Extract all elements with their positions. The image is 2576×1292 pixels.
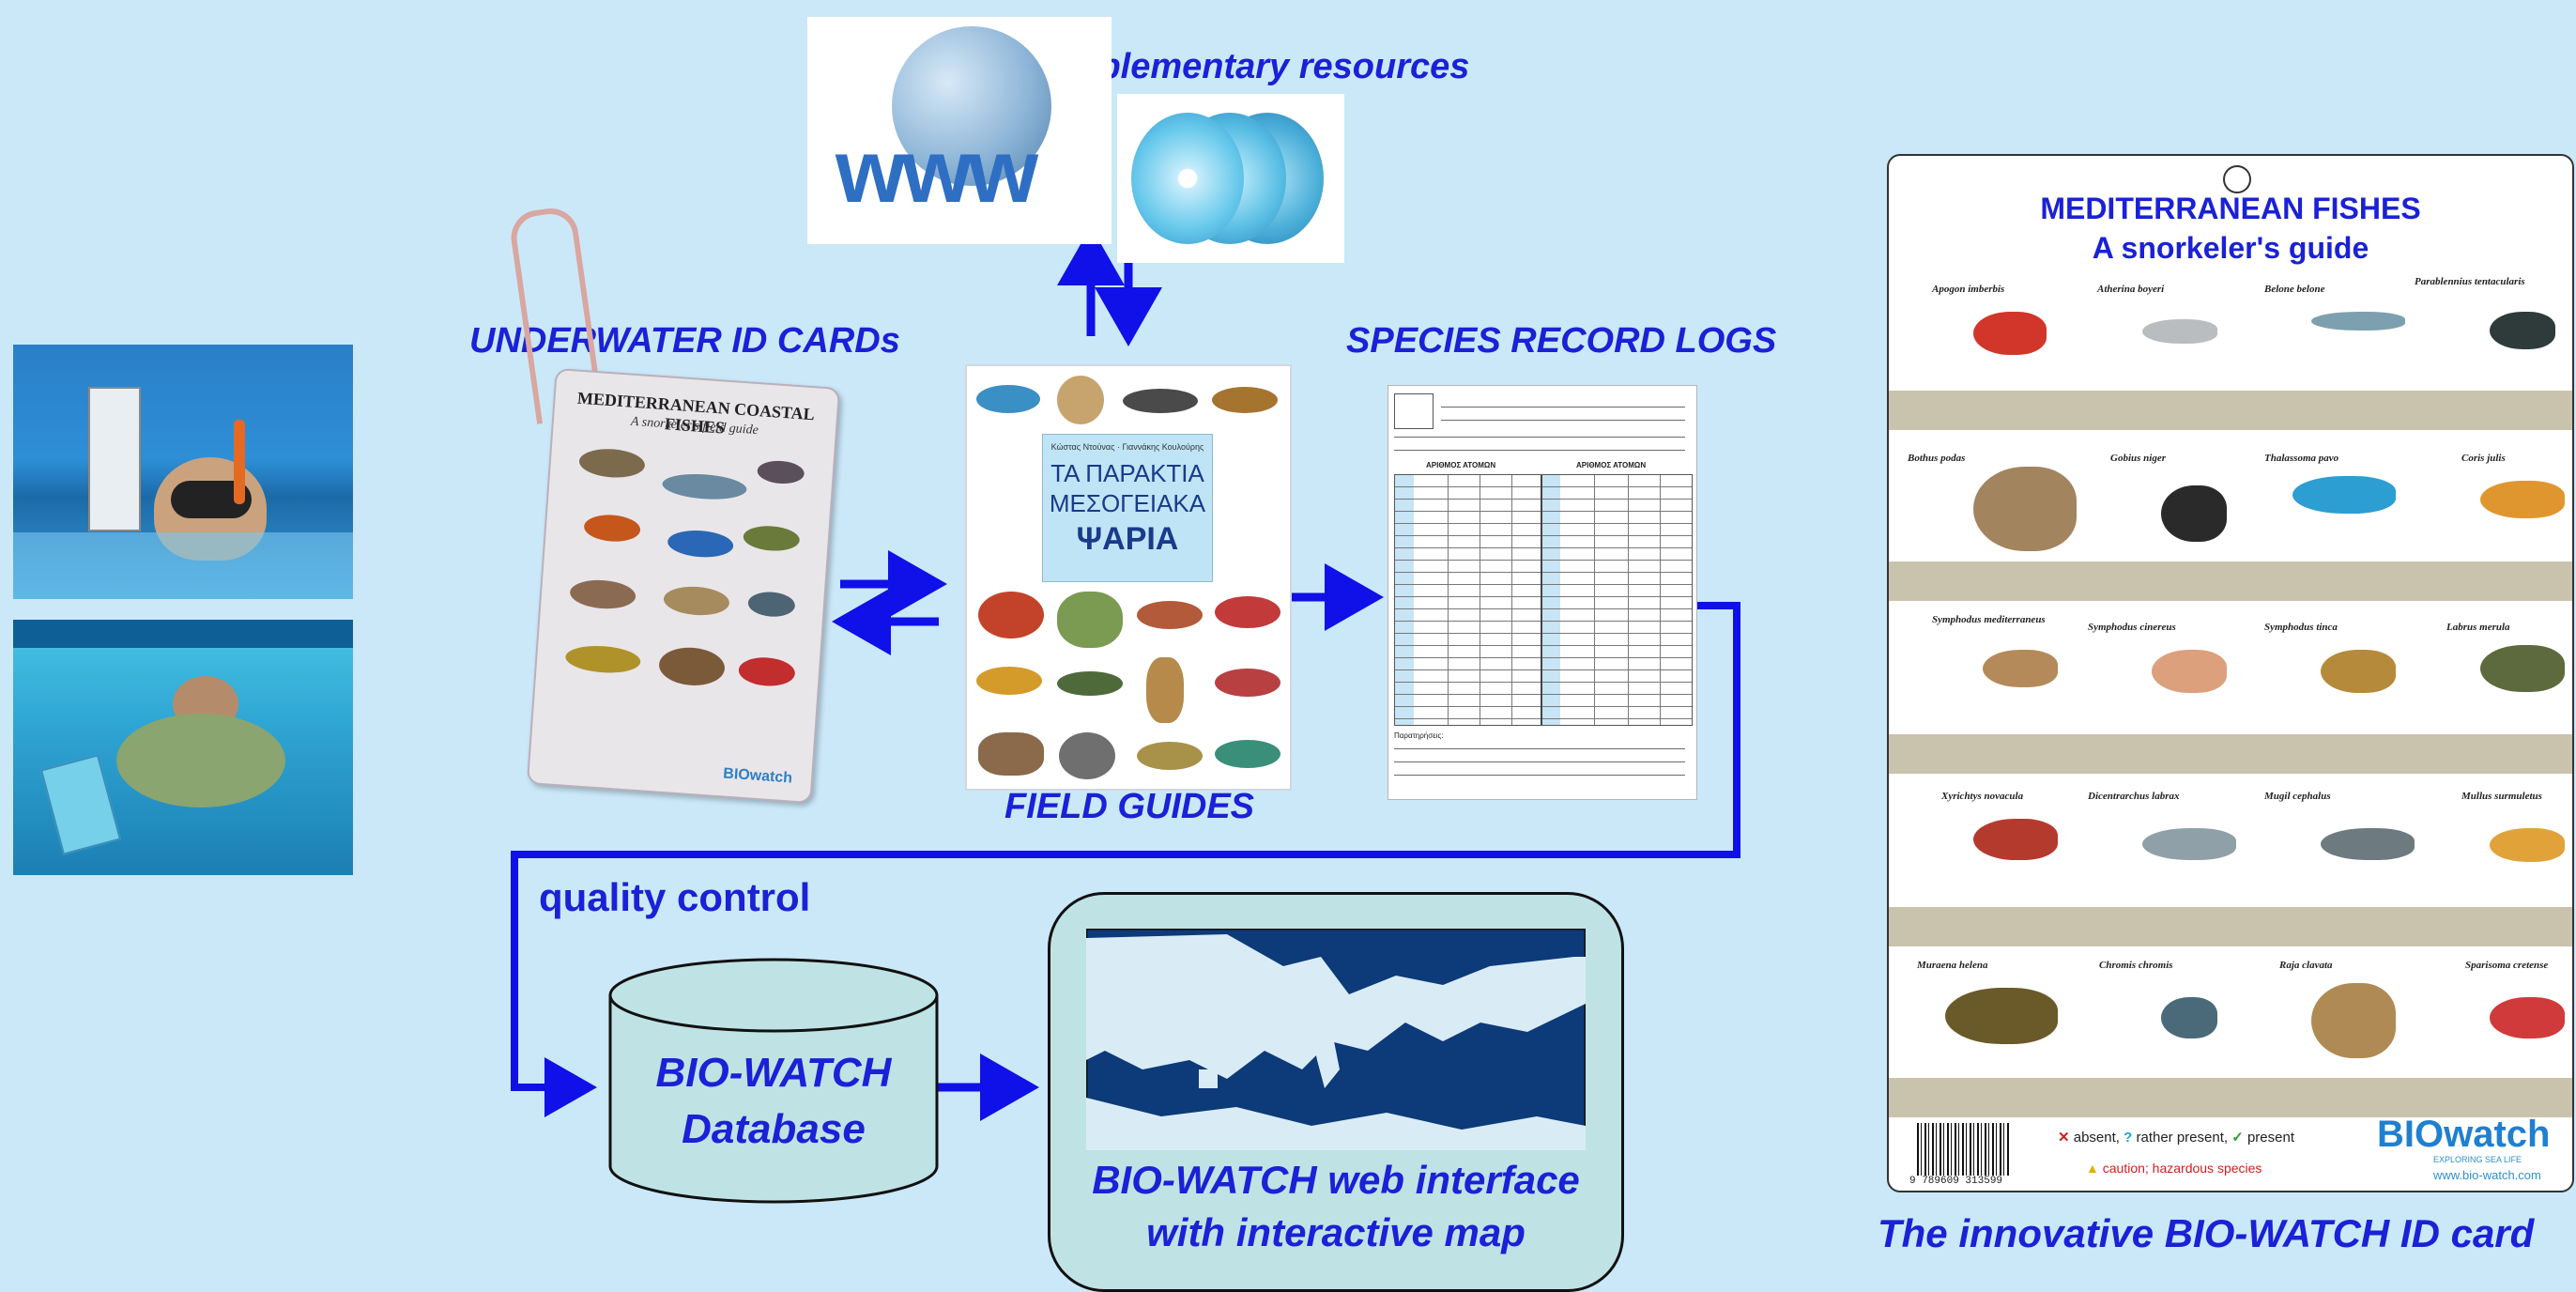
- caution-text: caution; hazardous species: [2102, 1161, 2262, 1176]
- book-title-line2: ΜΕΣΟΓΕΙΑΚΑ: [1049, 489, 1206, 517]
- species-name: Belone belone: [2264, 284, 2325, 295]
- log-header-right: ΑΡΙΘΜΟΣ ΑΤΟΜΩΝ: [1576, 461, 1647, 469]
- species-name: Sparisoma cretense: [2465, 960, 2549, 971]
- barcode: [1917, 1123, 2011, 1176]
- quality-control-loop: [511, 602, 1740, 1117]
- book-title-line3: ΨΑΡΙΑ: [1076, 521, 1179, 557]
- species-name: Bothus podas: [1908, 453, 1966, 464]
- species-name: Apogon imberbis: [1932, 284, 2005, 295]
- species-name: Thalassoma pavo: [2264, 453, 2339, 464]
- card-subtitle: A snorkeler's guide: [2092, 231, 2369, 265]
- book-fish-grid-top: [973, 372, 1284, 436]
- www-text: www: [836, 121, 1038, 222]
- species-name: Gobius niger: [2110, 453, 2166, 464]
- book-fish-grid-bottom: [973, 582, 1284, 783]
- species-name: Atherina boyeri: [2097, 284, 2165, 295]
- species-name: Chromis chromis: [2099, 960, 2173, 971]
- caution-line: ▲ caution; hazardous species: [2086, 1161, 2262, 1176]
- database-label-line1: BIO-WATCH: [655, 1050, 892, 1096]
- rather-present-icon: ?: [2124, 1130, 2133, 1146]
- underwater-id-cards-label: UNDERWATER ID CARDs: [469, 321, 900, 361]
- snorkeler-photo-bottom: [13, 620, 353, 875]
- log-table: [1394, 474, 1693, 726]
- small-card-logo: BIOwatch: [722, 765, 793, 787]
- cd-discs-image: [1117, 94, 1344, 263]
- mediterranean-map: [1086, 929, 1586, 1150]
- card-logo-tag: EXPLORING SEA LIFE: [2433, 1155, 2522, 1164]
- book-cover-panel: Κώστας Ντούνας · Γιαννάκης Κουλούρης ΤΑ …: [1042, 434, 1213, 582]
- innovative-card-label: The innovative BIO-WATCH ID card: [1878, 1211, 2535, 1255]
- legend: ✕ absent, ? rather present, ✓ present: [2058, 1129, 2294, 1146]
- legend-rather: rather present,: [2136, 1130, 2229, 1146]
- species-name: Raja clavata: [2279, 960, 2333, 971]
- card-title: MEDITERRANEAN FISHES: [2040, 192, 2421, 225]
- species-name: Xyrichtys novacula: [1941, 791, 2024, 802]
- legend-present: present: [2246, 1130, 2295, 1146]
- species-name: Symphodus tinca: [2264, 622, 2338, 633]
- species-name: Labrus merula: [2446, 622, 2510, 633]
- species-name: Parablennius tentacularis: [2415, 276, 2525, 287]
- card-hole: [2223, 165, 2251, 193]
- bio-watch-id-card: MEDITERRANEAN FISHES A snorkeler's guide…: [1887, 154, 2574, 1192]
- www-globe-image: www: [807, 17, 1112, 244]
- absent-icon: ✕: [2058, 1130, 2070, 1146]
- species-name: Muraena helena: [1917, 960, 1988, 971]
- species-name: Mullus surmuletus: [2461, 791, 2542, 802]
- legend-absent: absent,: [2073, 1130, 2120, 1146]
- log-header-left: ΑΡΙΘΜΟΣ ΑΤΟΜΩΝ: [1426, 461, 1496, 469]
- card-logo: BIOwatch: [2377, 1114, 2551, 1155]
- species-name: Coris julis: [2461, 453, 2506, 464]
- web-label-line1: BIO-WATCH web interface: [1092, 1158, 1580, 1202]
- quality-control-label: quality control: [539, 875, 811, 919]
- species-record-logs-label: SPECIES RECORD LOGS: [1346, 321, 1777, 361]
- field-guides-label: FIELD GUIDES: [1004, 787, 1255, 826]
- species-grid: Apogon imberbis Atherina boyeri Belone b…: [1889, 274, 2572, 1119]
- web-label-line2: with interactive map: [1146, 1210, 1526, 1254]
- snorkeler-photo-top: [13, 345, 353, 599]
- book-title-line1: ΤΑ ΠΑΡΑΚΤΙΑ: [1050, 459, 1204, 487]
- web-interface-box: BIO-WATCH web interface with interactive…: [1048, 892, 1624, 1292]
- database-cylinder: [608, 958, 939, 1204]
- field-guide-book: Κώστας Ντούνας · Γιαννάκης Κουλούρης ΤΑ …: [965, 364, 1292, 791]
- log-footer-label: Παρατηρήσεις:: [1394, 731, 1444, 740]
- species-record-log-sheet: ΑΡΙΘΜΟΣ ΑΤΟΜΩΝ ΑΡΙΘΜΟΣ ΑΤΟΜΩΝ Παρατηρήσε…: [1388, 385, 1697, 800]
- present-icon: ✓: [2231, 1130, 2244, 1146]
- book-authors: Κώστας Ντούνας · Γιαννάκης Κουλούρης: [1050, 442, 1204, 452]
- species-name: Dicentrarchus labrax: [2088, 791, 2180, 802]
- barcode-digits: 9 789609 313599: [1909, 1176, 2003, 1187]
- globe-icon: [892, 26, 1051, 186]
- card-url: www.bio-watch.com: [2433, 1168, 2541, 1182]
- database-label-line2: Database: [682, 1106, 866, 1152]
- species-name: Mugil cephalus: [2264, 791, 2331, 802]
- species-name: Symphodus mediterraneus: [1932, 614, 2046, 625]
- warning-icon: ▲: [2086, 1161, 2099, 1176]
- small-card-body: MEDITERRANEAN COASTAL FISHES A snorkeler…: [526, 367, 841, 805]
- species-name: Symphodus cinereus: [2088, 622, 2176, 633]
- underwater-id-card: MEDITERRANEAN COASTAL FISHES A snorkeler…: [507, 205, 841, 809]
